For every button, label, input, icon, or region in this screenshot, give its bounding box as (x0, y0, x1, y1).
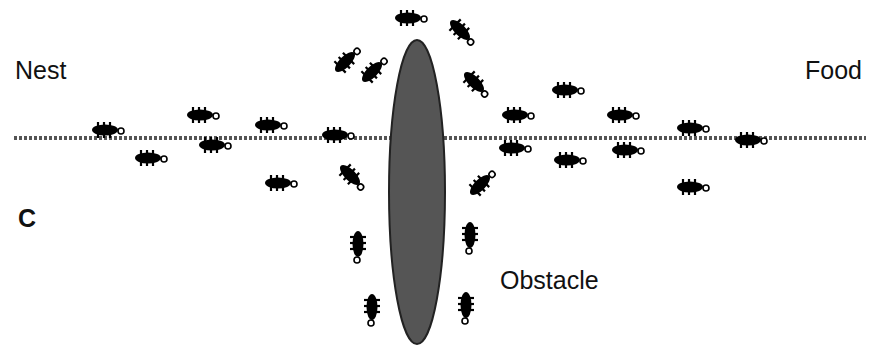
ant-figure (199, 137, 231, 153)
ant-head (703, 126, 709, 132)
place-label: Nest (15, 58, 66, 83)
ant-body (255, 120, 281, 131)
ant-figure (357, 53, 391, 87)
ant-head (488, 170, 496, 178)
ant-figure (322, 127, 354, 143)
ant-figure (499, 140, 531, 156)
place-label: Food (805, 58, 862, 83)
ant-head (580, 158, 586, 164)
ant-head (380, 57, 388, 65)
ant-head (353, 47, 361, 55)
ant-head (356, 183, 364, 191)
ant-figure (364, 294, 380, 326)
ant-head (633, 113, 639, 119)
ant-group (92, 10, 767, 326)
ant-body (465, 222, 476, 248)
ant-head (638, 148, 644, 154)
ant-body (735, 135, 761, 146)
ant-head (578, 88, 584, 94)
ant-figure (462, 222, 478, 254)
ant-figure (395, 10, 427, 26)
ant-figure (458, 292, 474, 324)
ant-body (353, 231, 364, 257)
ant-body (135, 153, 161, 164)
ant-head (421, 16, 427, 22)
ant-figure (612, 142, 644, 158)
ant-body (552, 85, 578, 96)
ant-body (395, 13, 421, 24)
ant-head (466, 38, 474, 46)
ant-head (528, 113, 534, 119)
ant-body (502, 110, 528, 121)
ant-head (291, 181, 297, 187)
panel-letter: C (18, 206, 36, 231)
ant-figure (265, 175, 297, 191)
ant-head (348, 133, 354, 139)
ant-body (677, 182, 703, 193)
ant-head (225, 143, 231, 149)
ant-head (161, 156, 167, 162)
ant-head (281, 123, 287, 129)
ant-body (499, 143, 525, 154)
ant-head (118, 128, 124, 134)
obstacle-label: Obstacle (500, 268, 599, 293)
ant-figure (92, 122, 124, 138)
ant-body (367, 294, 378, 320)
ant-figure (554, 152, 586, 168)
ant-body (461, 292, 472, 318)
ant-figure (187, 107, 219, 123)
ant-figure (677, 120, 709, 136)
ant-figure (445, 15, 479, 49)
ant-head (480, 90, 488, 98)
ant-body (554, 155, 580, 166)
ant-body (187, 110, 213, 121)
ant-body (265, 178, 291, 189)
ant-head (703, 185, 709, 191)
ant-head (213, 113, 219, 119)
ant-head (462, 318, 468, 324)
ant-body (677, 123, 703, 134)
ant-head (466, 248, 472, 254)
ant-body (607, 110, 633, 121)
ant-body (92, 125, 118, 136)
ant-figure (502, 107, 534, 123)
ant-figure (735, 132, 767, 148)
ant-head (761, 138, 767, 144)
ant-body (199, 140, 225, 151)
ant-head (354, 257, 360, 263)
ant-body (612, 145, 638, 156)
ant-figure (607, 107, 639, 123)
ant-figure (465, 166, 499, 200)
ant-figure (255, 117, 287, 133)
ant-figure (330, 43, 364, 77)
ant-figure (350, 231, 366, 263)
ant-figure (335, 160, 369, 194)
ant-head (368, 320, 374, 326)
ant-body (322, 130, 348, 141)
ant-figure (459, 67, 493, 101)
ant-figure (552, 82, 584, 98)
ant-figure (677, 179, 709, 195)
obstacle-shape (389, 40, 445, 344)
ant-figure (135, 150, 167, 166)
ant-head (525, 146, 531, 152)
